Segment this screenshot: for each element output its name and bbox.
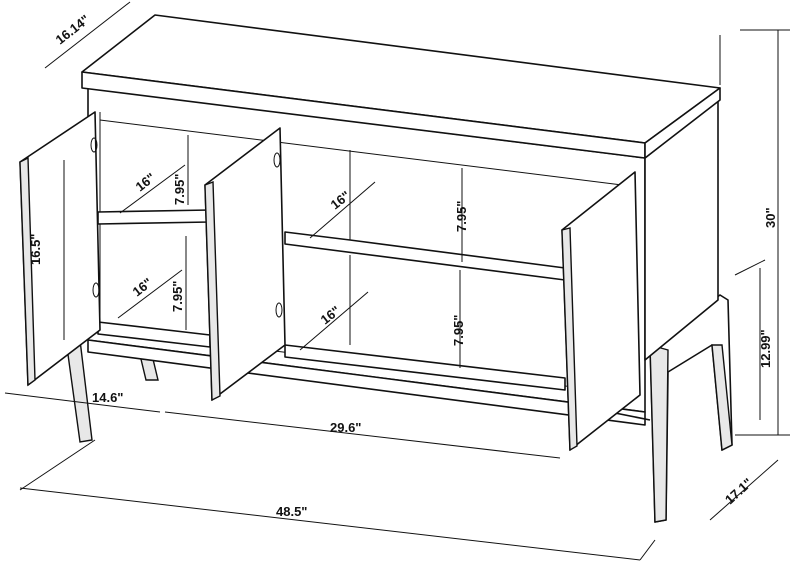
label-right-upper-shelf-height: 7.95" [454,201,469,232]
doors [19,111,641,452]
front-right-leg [649,344,669,523]
label-left-lower-shelf-height: 7.95" [170,281,185,312]
label-right-compartment-width: 29.6" [330,420,361,435]
label-total-width: 48.5" [276,504,307,519]
label-left-upper-shelf-height: 7.95" [172,174,187,205]
legs [65,294,733,523]
label-top-depth: 16.14" [53,12,93,48]
front-left-leg [65,339,93,443]
label-right-lower-shelf-height: 7.95" [451,315,466,346]
dimension-lines [4,1,790,561]
label-total-depth: 17.1" [722,475,755,507]
left-upper-shelf [97,209,211,225]
label-left-compartment-width: 14.6" [92,390,123,405]
label-leg-height: 12.99" [758,329,773,368]
label-total-height: 30" [763,207,778,228]
right-bottom [284,344,566,391]
label-left-door-height: 16.5" [28,234,43,265]
back-right-leg [711,344,733,452]
top-side-edge [644,87,721,159]
